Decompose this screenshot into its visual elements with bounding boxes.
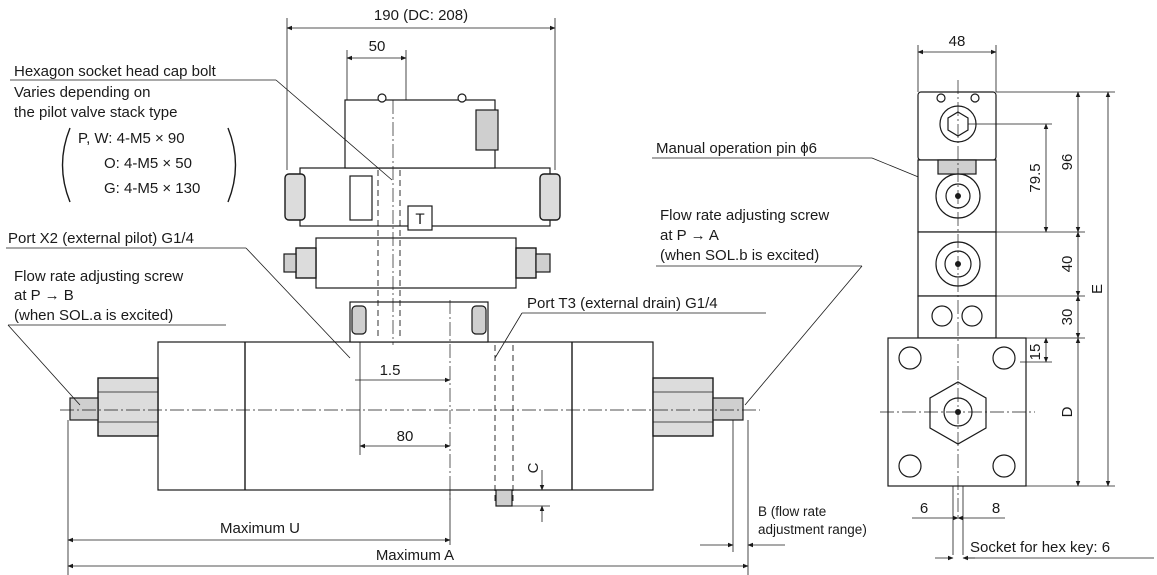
callout-flow-pa-2: at P → A	[660, 227, 719, 244]
callout-port-x2: Port X2 (external pilot) G1/4	[8, 230, 194, 247]
callout-flow-pb-2: at P → B	[14, 287, 74, 304]
coil-housing	[344, 99, 496, 169]
dim-b-1: B (flow rate	[758, 504, 826, 519]
dim-190: 190 (DC: 208)	[374, 7, 468, 24]
dim-30: 30	[1059, 309, 1076, 326]
callout-manual-pin: Manual operation pin ϕ6	[656, 140, 817, 157]
left-fitting	[97, 377, 159, 437]
side-view: 48 79.5 96 40 30 15 D E 6 8	[880, 33, 1154, 561]
dim-80: 80	[397, 428, 414, 445]
front-view: T 190 (DC: 208) 50 1.5 80	[6, 7, 956, 575]
callout-flow-pb-1: Flow rate adjusting screw	[14, 268, 183, 285]
dim-15: 15	[1027, 344, 1044, 361]
dim-max-u: Maximum U	[220, 520, 300, 537]
svg-text:T: T	[415, 212, 425, 228]
dim-79-5: 79.5	[1027, 163, 1044, 192]
callout-flow-pa-3: (when SOL.b is excited)	[660, 247, 819, 264]
callout-bolt-line2: the pilot valve stack type	[14, 104, 177, 121]
dim-C: C	[525, 462, 542, 473]
callout-bolt-title: Hexagon socket head cap bolt	[14, 63, 217, 80]
dim-max-a: Maximum A	[376, 547, 454, 564]
dim-6: 6	[920, 500, 928, 517]
dim-E: E	[1089, 284, 1106, 294]
dim-40: 40	[1059, 256, 1076, 273]
callout-bolt-pw: P, W: 4-M5 × 90	[78, 130, 185, 147]
callout-bolt-g: G: 4-M5 × 130	[104, 180, 200, 197]
dim-1-5: 1.5	[380, 362, 401, 379]
callout-flow-pa-1: Flow rate adjusting screw	[660, 207, 829, 224]
main-body	[157, 341, 654, 491]
dim-48: 48	[949, 33, 966, 50]
callout-port-t3: Port T3 (external drain) G1/4	[527, 295, 718, 312]
callout-bolt-line1: Varies depending on	[14, 84, 151, 101]
callout-bolt-o: O: 4-M5 × 50	[104, 155, 192, 172]
hex-socket-label: Socket for hex key: 6	[970, 539, 1110, 556]
dim-8: 8	[992, 500, 1000, 517]
dim-D: D	[1059, 406, 1076, 417]
dim-b-2: adjustment range)	[758, 522, 867, 537]
dim-96: 96	[1059, 154, 1076, 171]
dim-50: 50	[369, 38, 386, 55]
flow-module	[315, 237, 517, 289]
sub-plate	[349, 301, 489, 343]
right-fitting	[652, 377, 714, 437]
callout-flow-pb-3: (when SOL.a is excited)	[14, 307, 173, 324]
